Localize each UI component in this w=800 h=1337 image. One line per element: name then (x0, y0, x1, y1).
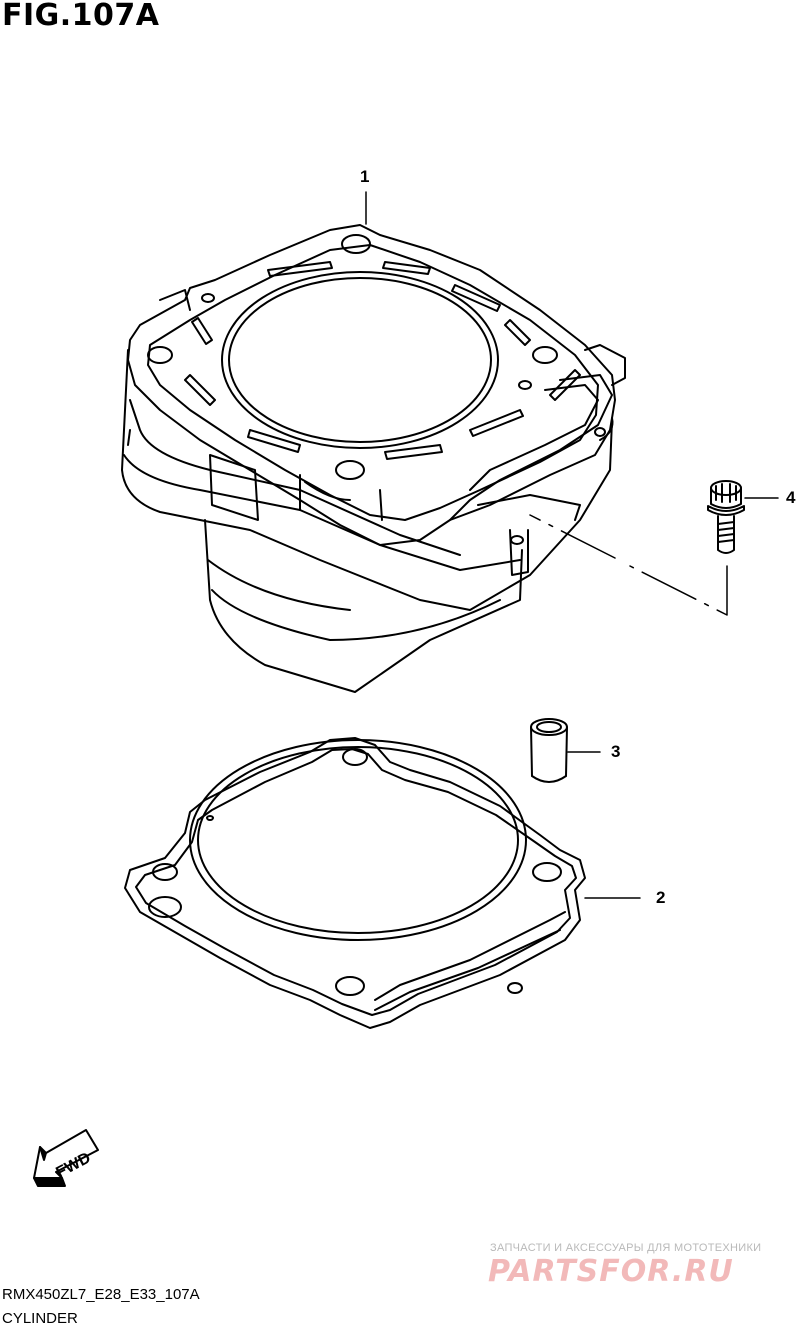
watermark-logo: PARTSFOR.RU (488, 1254, 734, 1289)
part-dowel-pin[interactable] (530, 718, 568, 783)
figure-title: FIG.107A (2, 0, 160, 33)
figure-name: CYLINDER (2, 1310, 78, 1327)
part-cylinder[interactable] (121, 224, 626, 693)
figure-code: RMX450ZL7_E28_E33_107A (2, 1286, 200, 1303)
fwd-arrow-label: FWD (53, 1150, 93, 1182)
callout-3: 3 (611, 742, 621, 761)
part-gasket[interactable] (124, 737, 586, 1029)
callout-4: 4 (786, 488, 796, 507)
part-bolt[interactable] (707, 480, 745, 554)
watermark-tagline: ЗАПЧАСТИ И АКСЕССУАРЫ ДЛЯ МОТОТЕХНИКИ (490, 1242, 762, 1254)
assembly-line (529, 514, 728, 616)
callout-2: 2 (656, 888, 666, 907)
fwd-arrow-icon (33, 1129, 99, 1187)
callout-1: 1 (360, 167, 370, 186)
